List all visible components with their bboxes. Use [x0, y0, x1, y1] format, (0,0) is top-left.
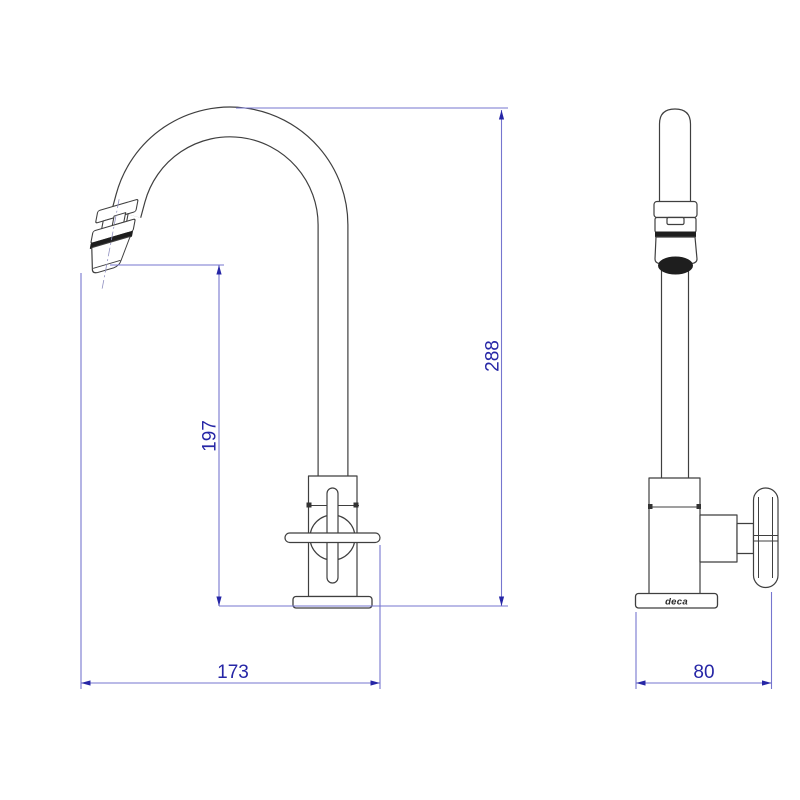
side-base-flange-plate [634, 592, 719, 609]
side-tip-collar [653, 200, 698, 219]
arrow-left-173 [81, 680, 91, 686]
dimension-spout-outlet-height: 197 [110, 264, 224, 606]
gooseneck-tube-outline [111, 106, 349, 479]
gooseneck-tube-fill [112, 107, 348, 480]
side-aerator-band [655, 231, 696, 238]
side-body [648, 477, 701, 596]
dim-label-173: 173 [217, 662, 249, 683]
cross-handle-horizontal-arm [284, 532, 381, 544]
dimensions: 288 197 173 80 [80, 107, 773, 689]
dim-label-288: 288 [483, 340, 504, 372]
front-base-flange [292, 595, 373, 609]
dimension-total-height: 288 [236, 107, 508, 606]
front-cross-handle [284, 487, 381, 584]
arrow-up-288 [498, 110, 505, 120]
front-seam-mark-left [306, 502, 312, 508]
arrow-right-173 [370, 680, 380, 686]
spout-tip-nozzle [91, 235, 131, 274]
side-spout-tip [653, 200, 698, 275]
arrow-up-197 [216, 265, 222, 275]
side-cross-handle [699, 487, 779, 589]
arrow-left-80 [636, 680, 646, 686]
side-tube-lower [660, 250, 690, 479]
dimension-base-depth: 80 [635, 592, 773, 689]
aerator-opening [658, 256, 693, 275]
deca-logo: deca [665, 597, 688, 608]
front-spout-tip [89, 199, 139, 289]
side-tip-notch [666, 216, 685, 226]
side-tube-lower-fill [661, 250, 689, 479]
side-handle-bar [752, 487, 779, 589]
side-handle-stem [699, 514, 738, 563]
dim-label-80: 80 [693, 662, 714, 683]
arrow-right-80 [762, 680, 772, 686]
side-seam-mark-right [696, 504, 701, 509]
side-base-flange: deca [634, 592, 719, 609]
front-view [89, 106, 381, 609]
front-gooseneck-spout [111, 106, 349, 480]
side-tube-upper [658, 108, 692, 205]
dimension-spout-reach: 173 [80, 273, 381, 689]
side-view: deca [634, 108, 779, 609]
arrow-down-288 [498, 596, 505, 606]
side-body-block [648, 477, 701, 596]
spout-centerline [101, 199, 120, 289]
side-seam-mark-left [648, 504, 653, 509]
dim-label-197: 197 [200, 420, 221, 452]
arrow-down-197 [216, 596, 222, 606]
front-seam-mark-right [353, 502, 359, 508]
side-handle-neck [736, 522, 755, 555]
